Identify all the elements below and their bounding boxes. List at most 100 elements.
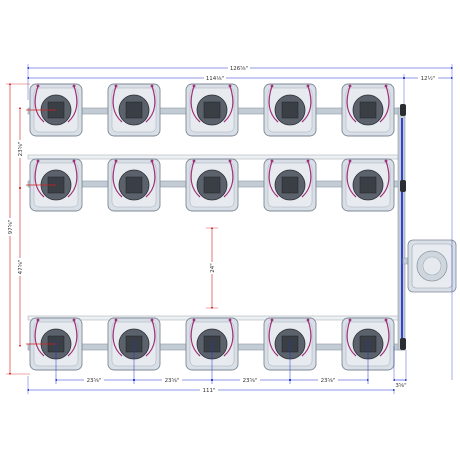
dim-bottom-spacing-label-4: 23⅝" [321,378,336,384]
dimension-labels: 126⅝" 114⅛" 12½" 97⅝" 23⅝" 47⅝" 24" 23⅝"… [6,64,438,394]
feed-tube-right [223,160,234,198]
feed-tube-left [34,160,45,198]
dim-aisle-gap-label: 24" [210,263,216,273]
grow-bucket-icon [341,158,395,212]
grow-bucket-icon [107,158,161,212]
feed-tube-fitting [72,159,76,163]
feed-tube-right [379,319,390,357]
feed-tube-fitting [150,318,154,322]
grow-bucket-icon [26,83,83,137]
feed-tube-fitting [192,318,196,322]
grow-medium [203,101,221,119]
feed-tube-fitting [114,159,118,163]
feed-tube-fitting [384,84,388,88]
dim-bottom-spacing-label-2: 23⅝" [165,378,180,384]
feed-tube-left [112,160,123,198]
feed-tube-left [112,85,123,123]
feed-tube-right [223,319,234,357]
feed-tube-left [268,85,279,123]
grow-medium [125,101,143,119]
feed-tube-right [67,85,78,123]
feed-tube-right [145,85,156,123]
feed-tube-fitting [228,84,232,88]
feed-tube-right [301,160,312,198]
grow-bucket-icon [26,317,83,371]
feed-tube-fitting [348,84,352,88]
feed-tube-fitting [228,318,232,322]
dim-bottom-offset-label: 3⅝" [395,383,406,389]
feed-tube-right [145,160,156,198]
grow-bucket-icon [107,83,161,137]
feed-tube-fitting [150,84,154,88]
dim-base-width-label: 111" [202,388,215,394]
feed-tube-left [190,160,201,198]
feed-tube-fitting [384,318,388,322]
grow-bucket-icon [263,83,317,137]
pipe-top-row-lower [27,154,405,160]
feed-tube-left [346,319,357,357]
feed-tube-right [379,85,390,123]
grow-bucket-icon [185,158,239,212]
feed-tube-fitting [36,159,40,163]
dim-bottom-spacing-label-1: 23⅝" [87,378,102,384]
feed-tube-fitting [348,159,352,163]
feed-tube-right [67,319,78,357]
grow-bucket-icon [26,158,83,212]
feed-tube-fitting [306,159,310,163]
feed-tube-right [67,160,78,198]
end-cap-top [400,104,406,116]
feed-tube-right [301,319,312,357]
dim-side-depth-label: 47⅝" [18,260,24,275]
feed-tube-fitting [150,159,154,163]
feed-tube-fitting [270,318,274,322]
feed-tube-fitting [270,84,274,88]
dim-reservoir-offset-label: 12½" [421,75,436,82]
feed-tube-fitting [114,318,118,322]
dim-overall-depth-label: 97⅝" [8,220,14,235]
end-cap-middle [400,180,406,192]
feed-tube-fitting [306,318,310,322]
feed-tube-left [268,160,279,198]
feed-tube-fitting [306,84,310,88]
pipe-network [27,104,412,351]
feed-tube-left [34,319,45,357]
feed-tube-fitting [36,318,40,322]
feed-tube-right [301,85,312,123]
feed-tube-left [34,85,45,123]
pump-icon [422,256,442,276]
dim-top-row-spacing-label: 23⅝" [18,142,24,157]
feed-tube-left [112,319,123,357]
dim-row-span-label: 114⅛" [206,76,224,82]
feed-tube-fitting [348,318,352,322]
bucket-grid [26,83,395,371]
grow-medium [359,176,377,194]
feed-tube-left [346,85,357,123]
feed-tube-left [346,160,357,198]
grow-medium [359,101,377,119]
grow-medium [281,101,299,119]
feed-tube-fitting [72,318,76,322]
grow-bucket-icon [341,83,395,137]
grow-bucket-icon [263,158,317,212]
grow-bucket-icon [185,83,239,137]
feed-tube-fitting [192,159,196,163]
feed-tube-fitting [192,84,196,88]
feed-tube-fitting [114,84,118,88]
feed-tube-fitting [36,84,40,88]
reservoir [407,239,457,293]
feed-tube-right [223,85,234,123]
feed-tube-right [145,319,156,357]
grow-medium [125,176,143,194]
feed-tube-left [190,319,201,357]
feed-tube-fitting [270,159,274,163]
dim-overall-width-label: 126⅝" [230,66,248,72]
feed-tube-left [190,85,201,123]
feed-tube-fitting [384,159,388,163]
grow-medium [281,176,299,194]
feed-tube-fitting [72,84,76,88]
end-cap-bottom [400,338,406,350]
feed-tube-left [268,319,279,357]
grow-medium [203,176,221,194]
feed-tube-fitting [228,159,232,163]
